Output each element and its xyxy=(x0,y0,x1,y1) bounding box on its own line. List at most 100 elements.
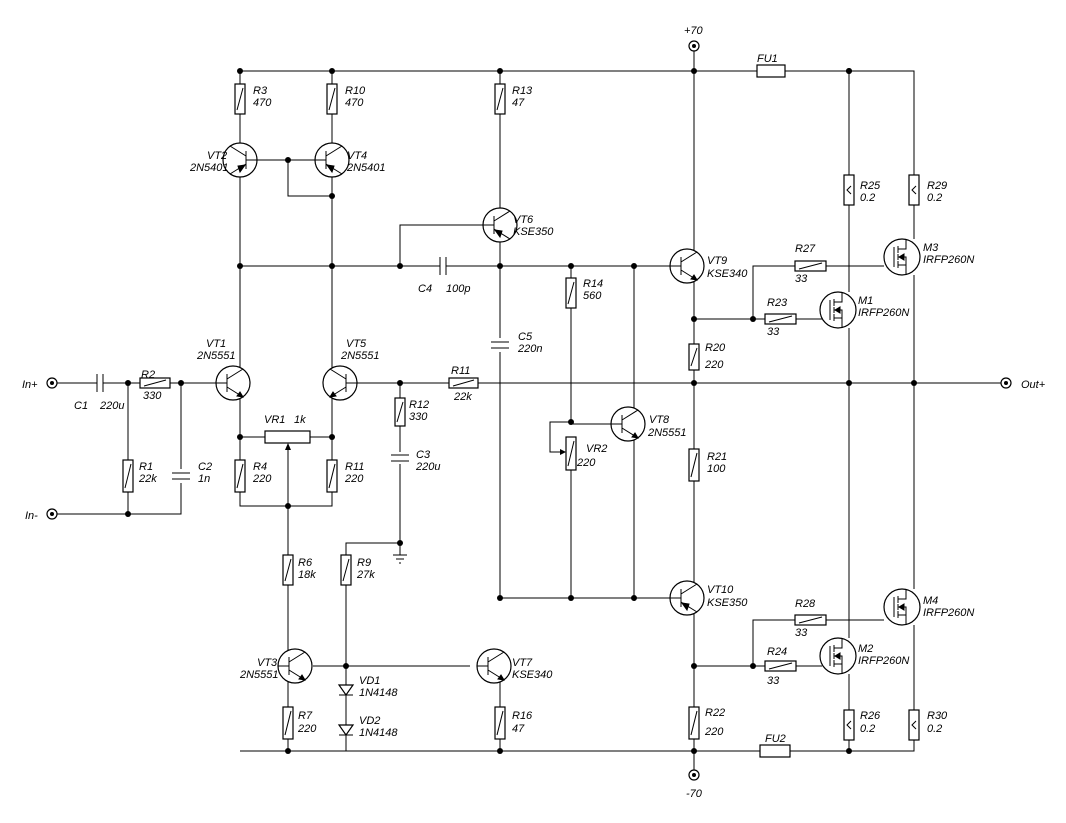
vr1-val: 1k xyxy=(294,414,306,426)
junction-dot xyxy=(285,748,291,754)
r9-body-mark xyxy=(342,558,350,582)
fu2-ref: FU2 xyxy=(765,733,786,745)
vr1-ref: VR1 xyxy=(264,414,285,426)
junction-dot xyxy=(343,663,349,669)
junction-dot xyxy=(568,263,574,269)
r11b-ref: R11 xyxy=(451,365,470,377)
r20-ref: R20 xyxy=(705,342,726,354)
r10-body-mark xyxy=(328,87,336,111)
wire xyxy=(287,160,332,197)
wire xyxy=(345,542,400,555)
r2-ref: R2 xyxy=(141,369,155,381)
vt6-body-collector xyxy=(493,210,511,222)
vt7-val: KSE340 xyxy=(512,669,553,681)
junction-dot xyxy=(329,434,335,440)
c4-ref: C4 xyxy=(418,283,432,295)
c2-ref: C2 xyxy=(198,461,212,473)
r12-ref: R12 xyxy=(409,399,429,411)
junction-dot xyxy=(846,68,852,74)
r28-ref: R28 xyxy=(795,598,816,610)
junction-dot xyxy=(285,503,291,509)
r6-val: 18k xyxy=(298,569,316,581)
r29-body-mark xyxy=(911,185,917,195)
r4-ref: R4 xyxy=(253,461,267,473)
vt7-ref: VT7 xyxy=(512,657,533,669)
vr1-wiper xyxy=(285,443,291,450)
wire xyxy=(57,483,182,515)
r22-ref: R22 xyxy=(705,707,725,719)
vt8-ref: VT8 xyxy=(649,414,670,426)
vt10-body-collector xyxy=(680,583,698,595)
r30-ref: R30 xyxy=(927,710,948,722)
fu1-body xyxy=(756,64,786,78)
r6-body-mark xyxy=(284,558,292,582)
r20-body-mark xyxy=(690,347,698,367)
r21-val: 100 xyxy=(707,463,726,475)
vt2-body-collector xyxy=(229,145,247,157)
junction-dot xyxy=(497,595,503,601)
junction-dot xyxy=(846,380,852,386)
r24-ref: R24 xyxy=(767,646,787,658)
r13-body-mark xyxy=(496,87,504,111)
vd1-body xyxy=(337,684,355,697)
vt3-body-arrow xyxy=(298,674,306,681)
r11-body-mark xyxy=(328,463,336,489)
vd2-body xyxy=(337,724,355,737)
vt8-val: 2N5551 xyxy=(647,427,687,439)
vt9-val: KSE340 xyxy=(707,268,748,280)
r25-body xyxy=(843,174,855,206)
c1-ref: C1 xyxy=(74,400,88,412)
r23-ref: R23 xyxy=(767,297,788,309)
vr2-ref: VR2 xyxy=(586,443,607,455)
r27-ref: R27 xyxy=(795,243,816,255)
junction-dot xyxy=(846,748,852,754)
junction-dot xyxy=(750,663,756,669)
vt10-body-arrow xyxy=(680,602,690,612)
m4-val: IRFP260N xyxy=(923,607,974,619)
r22-body-mark xyxy=(690,710,698,736)
junction-dot xyxy=(691,380,697,386)
r26-ref: R26 xyxy=(860,710,881,722)
r9-ref: R9 xyxy=(357,557,371,569)
r30-body xyxy=(908,709,920,741)
junction-dot xyxy=(691,748,697,754)
c1-val: 220u xyxy=(99,400,124,412)
wire xyxy=(752,265,795,319)
junction-dot xyxy=(497,68,503,74)
r22-val: 220 xyxy=(704,726,724,738)
vt6-ref: VT6 xyxy=(513,214,534,226)
r1-body-mark xyxy=(124,463,132,489)
vt5-ref: VT5 xyxy=(346,338,367,350)
rail-pos-label: +70 xyxy=(684,25,704,37)
junction-dot xyxy=(397,263,403,269)
r3-ref: R3 xyxy=(253,85,268,97)
junction-dots xyxy=(125,68,917,754)
junction-dot xyxy=(691,316,697,322)
m3-body-arrow xyxy=(898,253,905,261)
r27-body-mark xyxy=(798,262,823,270)
r28-val: 33 xyxy=(795,627,808,639)
vt3-body-collector xyxy=(288,651,306,663)
vt1-body-collector xyxy=(226,368,244,380)
vr2-body-mark xyxy=(567,440,575,467)
r7-ref: R7 xyxy=(298,710,313,722)
r21-ref: R21 xyxy=(707,451,727,463)
junction-dot xyxy=(691,68,697,74)
m3-ref: M3 xyxy=(923,242,939,254)
r16-val: 47 xyxy=(512,723,525,735)
vt1-body-arrow xyxy=(236,391,244,398)
r26-body xyxy=(843,709,855,741)
vt4-ref: VT4 xyxy=(347,150,367,162)
r2-body-mark xyxy=(143,379,167,387)
r28-body-mark xyxy=(798,616,823,624)
r25-ref: R25 xyxy=(860,180,881,192)
r25-body-mark xyxy=(846,185,852,195)
input-plus-terminal-pin xyxy=(50,381,54,385)
m4-ref: M4 xyxy=(923,595,938,607)
r14-val: 560 xyxy=(583,290,602,302)
junction-dot xyxy=(329,263,335,269)
r10-ref: R10 xyxy=(345,85,366,97)
vt3-ref: VT3 xyxy=(257,657,278,669)
r26-val: 0.2 xyxy=(860,723,875,735)
